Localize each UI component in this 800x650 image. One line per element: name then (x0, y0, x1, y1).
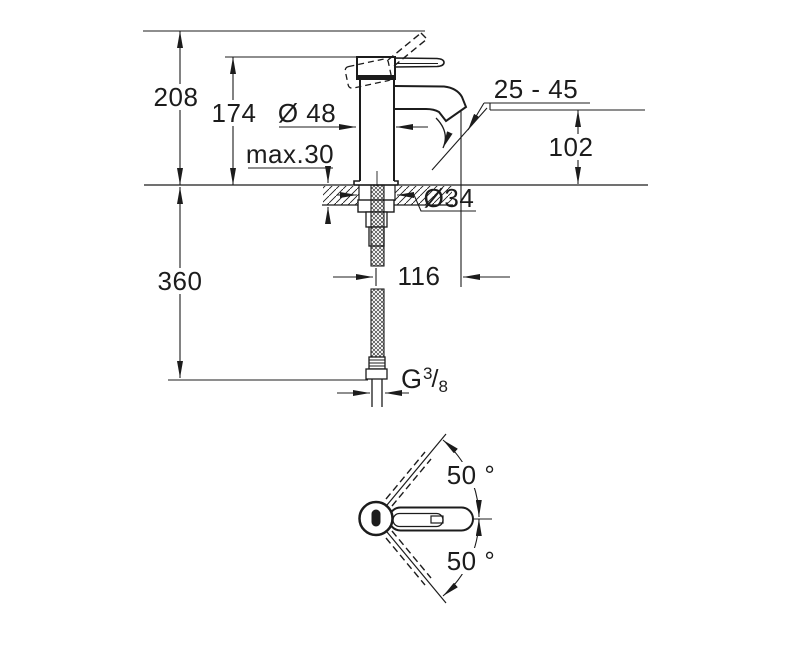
label-stream-range: 25 - 45 (493, 74, 579, 104)
front-view (144, 32, 648, 407)
hose-hex-nut (365, 368, 388, 380)
label-thread-size: G3/8 (401, 364, 448, 396)
leader-25-45 (467, 102, 485, 131)
label-angle-upper: 50 ° (442, 462, 500, 488)
thread-slash: / (431, 365, 439, 393)
ref-line-spout-102 (489, 103, 645, 111)
leader-34 (413, 194, 476, 212)
lever-dashed-upper (385, 451, 432, 507)
thread-denominator: 8 (438, 377, 448, 396)
stream-flow-arc (435, 117, 453, 149)
swing-line-lower (386, 531, 447, 604)
deck-hatch-right (395, 186, 452, 205)
handle-head-joint (357, 75, 395, 79)
label-hose-length: 360 (153, 268, 207, 294)
label-hole-diameter: Ø34 (423, 183, 475, 213)
hose-tube-end (371, 379, 383, 407)
label-body-diameter: Ø 48 (277, 98, 337, 128)
label-body-height: 174 (207, 100, 261, 126)
handle-lever (394, 57, 445, 68)
label-spout-height: 102 (544, 134, 598, 160)
label-projection: 116 (393, 263, 445, 289)
deck-hole-edges (358, 185, 396, 201)
label-max-deck: max.30 (245, 139, 335, 169)
body-plan-slot (371, 509, 381, 527)
dimensions (143, 30, 645, 396)
stream-direction-line (431, 107, 488, 171)
thread-numerator: 3 (423, 364, 433, 383)
threaded-shank (370, 184, 385, 267)
hose-collar-ridges (369, 359, 385, 367)
label-total-height: 208 (149, 84, 203, 110)
body-outline (359, 79, 395, 181)
handle-lever-dashed (387, 32, 428, 67)
handle-head-dashed-outline (344, 58, 392, 89)
label-angle-lower: 50 ° (442, 548, 500, 574)
spout-outline (393, 85, 468, 123)
lever-dashed-lower (385, 530, 432, 586)
thread-letter: G (401, 364, 423, 394)
top-view (358, 433, 492, 604)
swing-line-upper (386, 433, 447, 506)
flex-hose-upper (370, 288, 385, 358)
